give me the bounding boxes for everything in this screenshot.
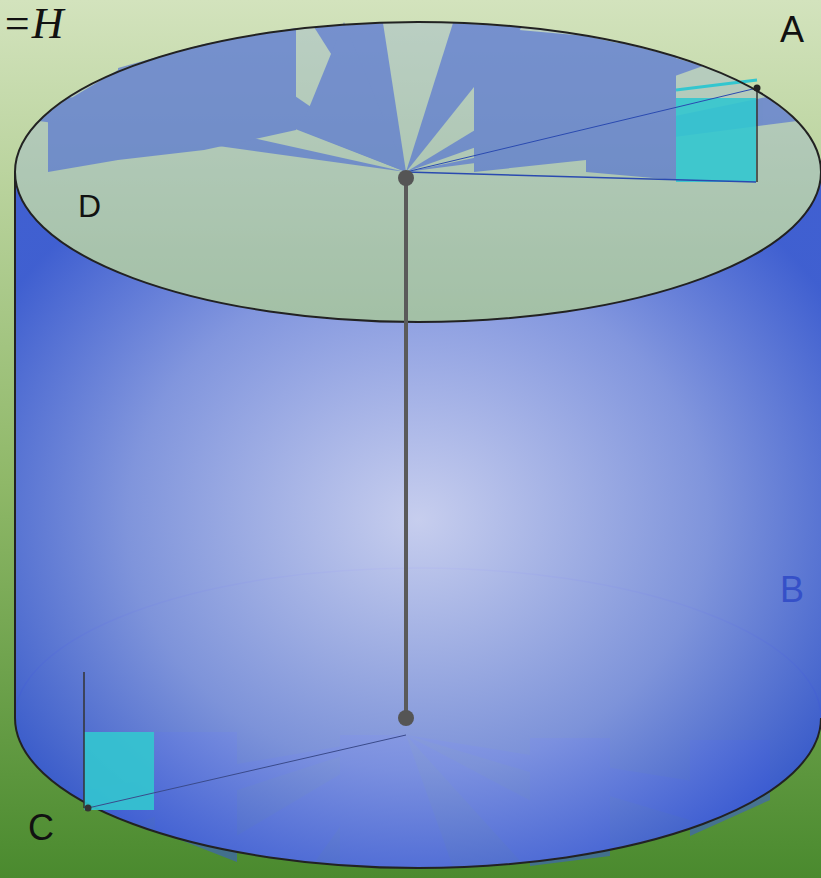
axis-end — [398, 170, 414, 186]
cyan-square — [84, 732, 154, 810]
point-label: B — [780, 572, 804, 608]
bottom-rim-front — [15, 718, 821, 868]
edge-line — [83, 672, 85, 808]
radius-line — [406, 88, 757, 172]
point-label: A — [780, 12, 804, 48]
height-label: =H — [2, 2, 63, 46]
side-line — [14, 172, 16, 718]
axis-end — [398, 710, 414, 726]
radius-line — [88, 735, 406, 808]
edge-line — [756, 88, 758, 182]
axis — [404, 178, 408, 718]
top-face — [15, 22, 821, 322]
top-rim — [15, 22, 821, 322]
radius-line — [406, 172, 756, 182]
point-label: C — [28, 810, 54, 846]
cyan-square — [676, 98, 756, 182]
point-c — [85, 805, 92, 812]
point-label: D — [78, 190, 101, 222]
